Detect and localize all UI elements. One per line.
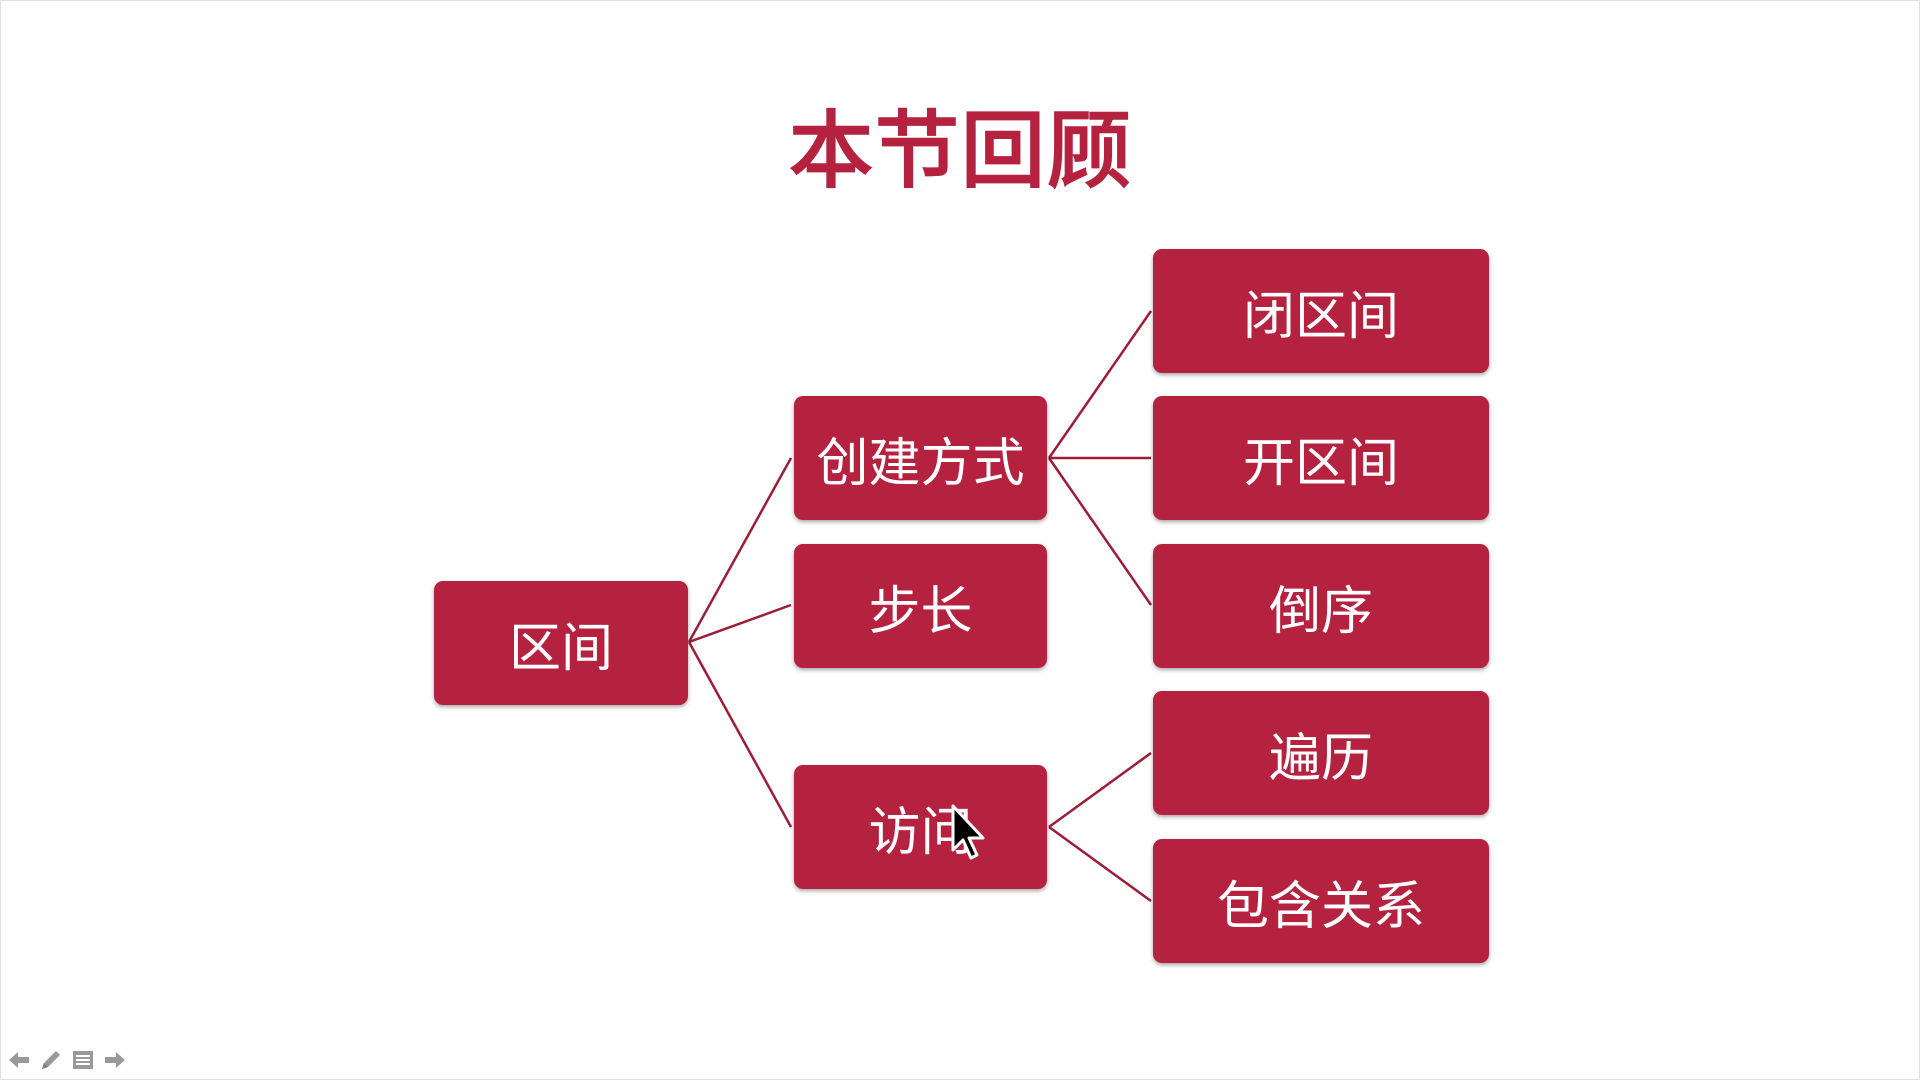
node-access: 访问 [794,765,1047,889]
slide-title: 本节回顾 [788,102,1133,200]
node-closed-interval: 闭区间 [1153,249,1489,373]
presentation-toolbar [5,1045,129,1075]
node-step: 步长 [794,544,1047,668]
mouse-cursor-icon [951,804,985,860]
node-traverse: 遍历 [1153,691,1489,815]
node-open-interval: 开区间 [1153,396,1489,520]
connector-root-step [688,603,792,644]
arrow-right-icon[interactable] [101,1046,129,1074]
connector-access-traverse [1048,751,1152,829]
connector-root-access [687,641,793,828]
node-reverse-order: 倒序 [1153,544,1489,668]
connector-root-creation [687,457,793,643]
arrow-left-icon[interactable] [5,1046,33,1074]
node-contains: 包含关系 [1153,839,1489,963]
connector-creation-closed [1047,310,1153,459]
connector-creation-reverse [1047,457,1153,606]
connector-access-contains [1048,825,1152,903]
node-creation-method: 创建方式 [794,396,1047,520]
pen-icon[interactable] [37,1046,65,1074]
menu-icon[interactable] [69,1046,97,1074]
node-interval: 区间 [434,581,688,705]
